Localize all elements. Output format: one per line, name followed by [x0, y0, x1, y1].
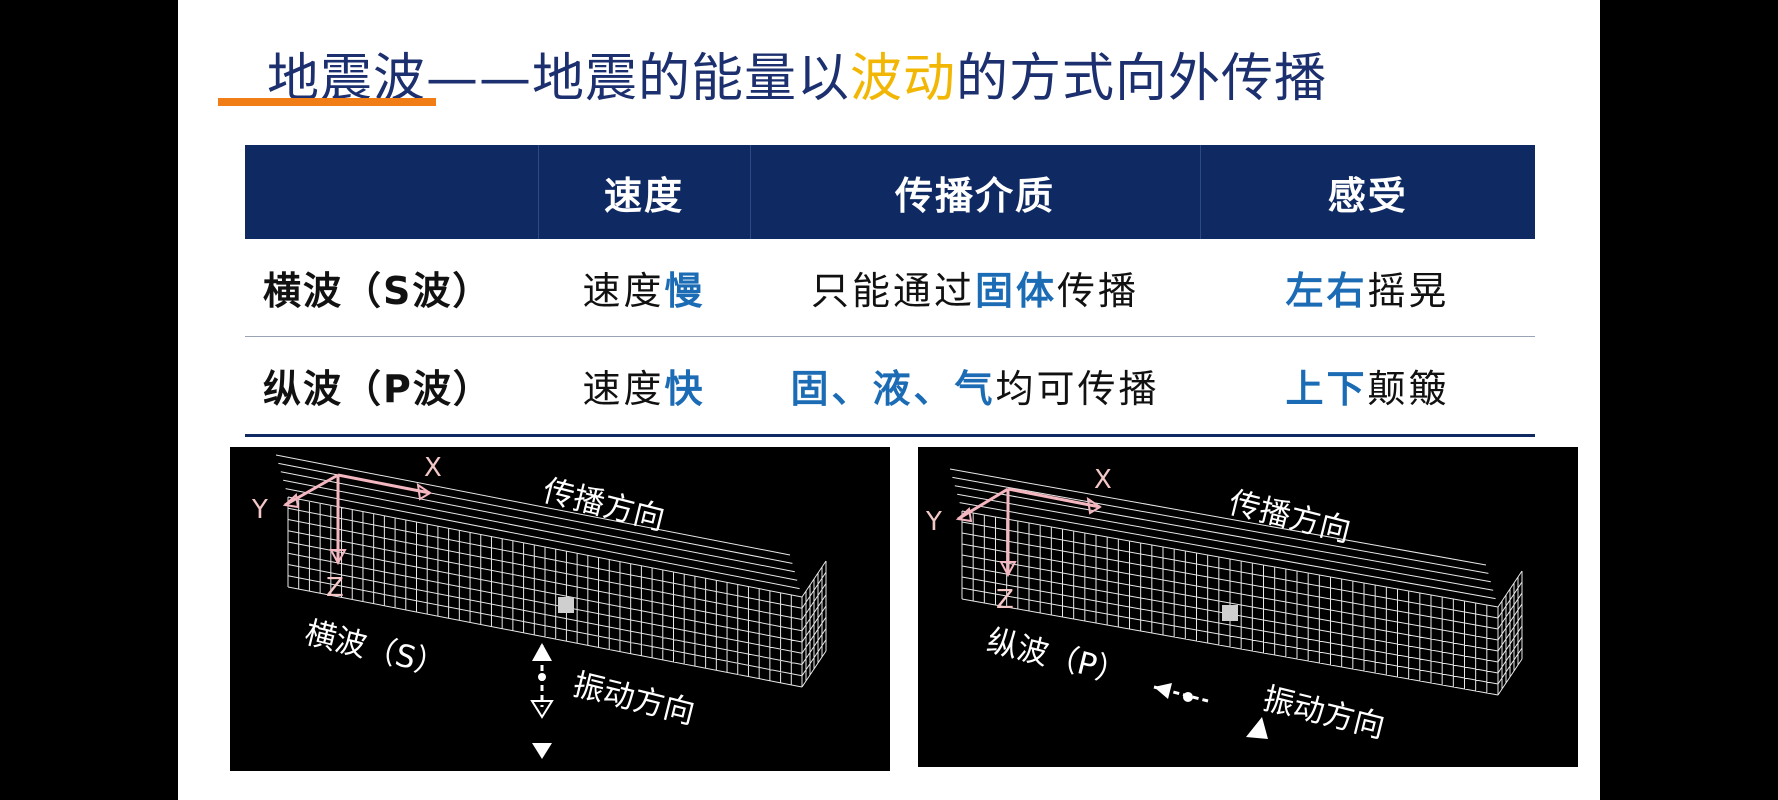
wave-comparison-table: 速度 传播介质 感受 横波（S波） 速度慢 只能通过固体传播 左右摇晃 纵波（P…: [245, 145, 1535, 437]
feel-cell: 上下颠簸: [1200, 336, 1535, 437]
header-cell-empty: [245, 145, 538, 239]
header-cell-feel: 感受: [1199, 145, 1535, 239]
speed-text: 速度: [582, 269, 665, 313]
medium-cell: 只能通过固体传播: [750, 239, 1200, 337]
axis-x-label: X: [424, 453, 442, 483]
p-wave-diagram: X Y Z 传播方向 纵波（P） 振动方向: [918, 447, 1578, 767]
axis-z-label: Z: [326, 573, 344, 603]
medium-suffix: 传播: [1057, 269, 1140, 313]
wireframe-grid: [949, 468, 1523, 696]
axis-x-label: X: [1094, 465, 1112, 495]
feel-text: 颠簸: [1367, 367, 1450, 411]
header-cell-speed: 速度: [537, 145, 750, 239]
medium-emphasis: 固体: [974, 269, 1057, 313]
medium-prefix: 只能通过: [810, 269, 975, 313]
table-header-row: 速度 传播介质 感受: [245, 145, 1535, 239]
title-part2: 的方式向外传播: [956, 49, 1328, 109]
speed-emphasis: 快: [664, 367, 706, 411]
feel-text: 摇晃: [1367, 269, 1450, 313]
speed-emphasis: 慢: [664, 269, 706, 313]
table-row-s-wave: 横波（S波） 速度慢 只能通过固体传播 左右摇晃: [245, 239, 1535, 337]
speed-cell: 速度快: [538, 336, 750, 437]
medium-cell: 固、液、气均可传播: [750, 336, 1200, 437]
axis-y-label: Y: [926, 507, 942, 537]
axis-y-label: Y: [252, 495, 268, 525]
grid-block-p: [949, 468, 1523, 696]
row-name: 横波（S波）: [245, 239, 538, 337]
s-wave-diagram: X Y Z 传播方向 横波（S） 振动方向: [230, 447, 890, 771]
header-cell-medium: 传播介质: [749, 145, 1200, 239]
axis-z-label: Z: [996, 585, 1014, 615]
grid-block-s: [275, 454, 827, 688]
table-row-p-wave: 纵波（P波） 速度快 固、液、气均可传播 上下颠簸: [245, 336, 1535, 437]
title-highlight: 波动: [850, 49, 957, 109]
medium-emphasis: 固、液、气: [790, 367, 996, 411]
wireframe-grid: [275, 454, 827, 688]
speed-cell: 速度慢: [538, 239, 750, 337]
slide: 地震波——地震的能量以波动的方式向外传播 速度 传播介质 感受 横波（S波） 速…: [178, 0, 1600, 800]
feel-emphasis: 左右: [1285, 269, 1368, 313]
speed-text: 速度: [582, 367, 665, 411]
feel-emphasis: 上下: [1285, 367, 1368, 411]
medium-suffix: 均可传播: [995, 367, 1160, 411]
row-name: 纵波（P波）: [245, 336, 538, 437]
title-underline: [218, 98, 436, 106]
feel-cell: 左右摇晃: [1200, 239, 1535, 337]
